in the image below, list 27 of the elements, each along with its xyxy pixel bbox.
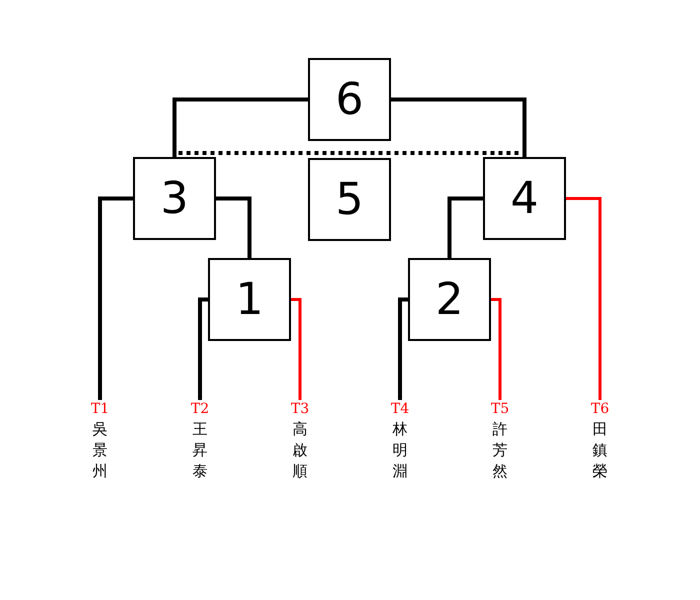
seed-label: T2 xyxy=(190,401,210,417)
player-name: 高啟順 xyxy=(292,420,308,482)
player-name: 吳景州 xyxy=(92,420,108,482)
seed-label: T6 xyxy=(590,401,610,417)
bracket-line xyxy=(448,196,483,258)
seed-label: T3 xyxy=(290,401,310,417)
match-box: 4 xyxy=(483,157,566,240)
seed-label: T4 xyxy=(390,401,410,417)
seed-label: T5 xyxy=(490,401,510,417)
match-box: 1 xyxy=(208,258,291,341)
match-box: 2 xyxy=(408,258,491,341)
player-name: 田鎮榮 xyxy=(592,420,608,482)
bracket-line xyxy=(98,196,133,400)
bracket-line xyxy=(491,298,502,400)
bracket-line xyxy=(216,196,252,258)
player-name: 許芳然 xyxy=(492,420,508,482)
player-name: 王昇泰 xyxy=(192,420,208,482)
bracket-line xyxy=(566,197,602,400)
seed-label: T1 xyxy=(90,401,110,417)
bracket-line xyxy=(398,298,408,400)
player-name: 林明淵 xyxy=(392,420,408,482)
match-box: 6 xyxy=(308,58,391,141)
match-box: 3 xyxy=(133,157,216,240)
match-box: 5 xyxy=(308,158,391,241)
bracket-line xyxy=(291,298,302,400)
bracket-line xyxy=(391,98,526,157)
bracket-line xyxy=(198,298,208,400)
